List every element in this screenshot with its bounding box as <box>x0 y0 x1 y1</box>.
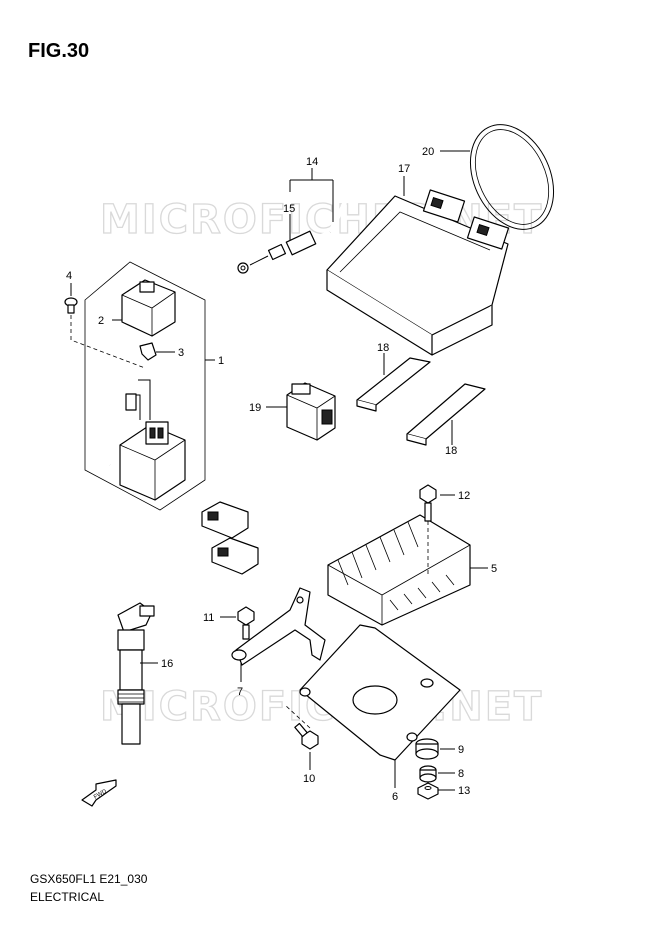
part-3-clip <box>139 342 157 361</box>
part-6-plate <box>299 624 461 761</box>
callout-13: 13 <box>458 785 470 797</box>
callout-18-b: 18 <box>445 445 457 457</box>
fwd-arrow: FWD <box>81 779 117 807</box>
callout-1: 1 <box>218 355 224 367</box>
callout-8: 8 <box>458 768 464 780</box>
part-10-bolt <box>294 722 319 750</box>
part-13-nut <box>417 782 439 800</box>
callout-9: 9 <box>458 744 464 756</box>
part-16-ignition-coil <box>117 602 155 745</box>
part-1-frame <box>84 261 206 511</box>
part-18-pads <box>356 357 486 446</box>
callout-14: 14 <box>306 156 318 168</box>
leader-lines <box>70 150 488 791</box>
part-7-bracket <box>231 587 326 666</box>
part-5-regulator <box>327 514 471 626</box>
part-19-relay <box>286 382 336 441</box>
guide-line-part-10 <box>284 704 311 729</box>
part-5-harness <box>201 493 361 575</box>
callout-3: 3 <box>178 347 184 359</box>
callout-11: 11 <box>203 612 214 624</box>
callout-5: 5 <box>491 563 497 575</box>
callout-7: 7 <box>237 686 243 698</box>
figure-name: ELECTRICAL <box>30 890 105 904</box>
part-2-cover <box>121 279 176 337</box>
callout-6: 6 <box>392 791 398 803</box>
starter-relay <box>119 379 186 501</box>
callout-19: 19 <box>249 402 261 414</box>
part-15-terminal <box>237 230 317 274</box>
figure-title: FIG.30 <box>28 40 90 62</box>
callout-4: 4 <box>66 270 72 282</box>
guide-line-part-4 <box>70 315 146 369</box>
callout-15: 15 <box>283 203 295 215</box>
figure-code: GSX650FL1 E21_030 <box>30 872 148 886</box>
part-4-screw <box>64 297 78 314</box>
part-9-grommet <box>415 738 439 760</box>
part-20-ring <box>469 124 555 230</box>
part-12-bolt <box>419 484 437 522</box>
part-17-ecm <box>326 189 510 356</box>
callout-2: 2 <box>98 315 104 327</box>
callout-17: 17 <box>398 163 410 175</box>
part-8-collar <box>419 765 437 783</box>
callout-20: 20 <box>422 146 434 158</box>
callout-18-a: 18 <box>377 342 389 354</box>
callout-16: 16 <box>161 658 173 670</box>
part-11-bolt <box>237 606 255 640</box>
callout-12: 12 <box>458 490 470 502</box>
callout-10: 10 <box>303 773 315 785</box>
